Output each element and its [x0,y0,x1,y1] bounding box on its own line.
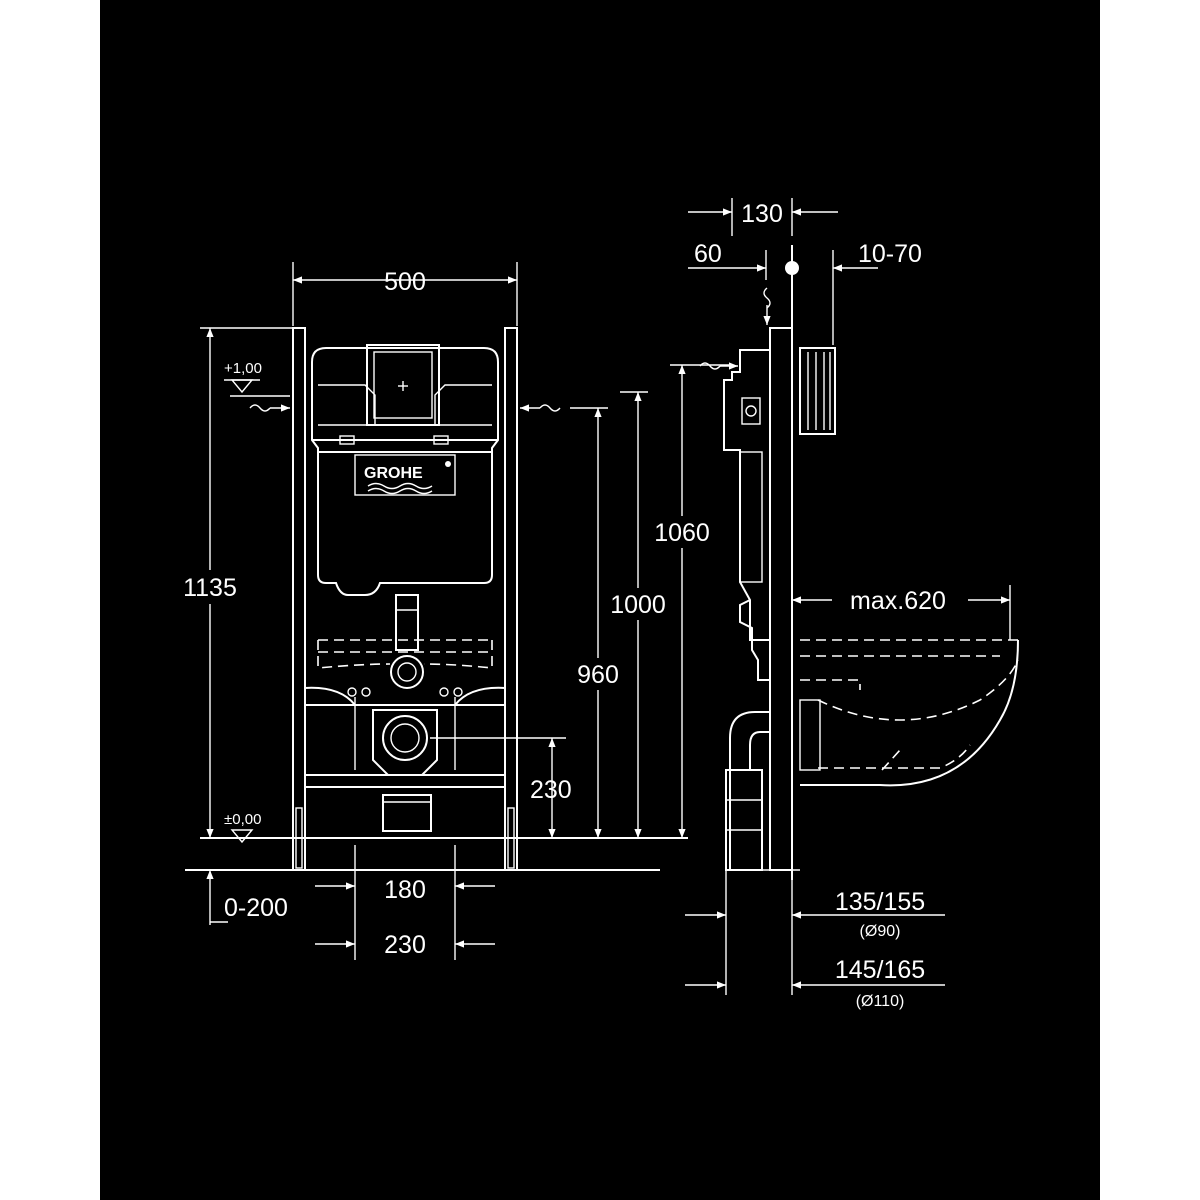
outlet-connector [372,709,438,832]
dim-width-500-label: 500 [384,268,426,296]
grohe-logo: GROHE [354,454,456,496]
water-inlet-right [520,404,561,412]
water-inlet-left [249,404,290,412]
level-top-label: +1,00 [224,360,262,377]
bowl-hidden-outline [317,639,493,669]
dim-depth-130: 130 [688,198,838,236]
dim-pipe-110: 145/165 (Ø110) [685,956,945,1010]
dim-wall-10-70: 10-70 [832,240,922,345]
dim-depth-60-label: 60 [694,240,722,268]
side-frame [760,327,800,871]
dim-pipe-90-diameter: (Ø90) [860,923,901,940]
dim-width-500: 500 [292,262,518,326]
side-flush-plate [799,347,836,435]
dim-height-1135-label: 1135 [183,574,237,602]
dim-depth-60: 60 [688,240,767,280]
level-bottom-label: ±0,00 [224,811,261,828]
dim-height-1135: 1135 [175,327,293,838]
cistern [311,347,499,596]
technical-drawing: GROHE [175,198,1019,1010]
frame-uprights [285,327,525,871]
dim-height-960-label: 960 [577,661,619,689]
dim-projection-max620-label: max.620 [850,587,946,615]
wall-reference-dot [785,261,799,275]
dim-wall-10-70-label: 10-70 [858,240,922,268]
grohe-logo-text: GROHE [364,465,423,482]
dim-height-1060-label: 1060 [654,519,710,547]
side-water-inlet [699,287,771,370]
dim-height-1060: 1060 [646,364,732,838]
dim-height-1000: 1000 [602,391,674,838]
dim-adjust-0-200-label: 0-200 [224,894,288,922]
dim-height-960: 960 [568,407,628,838]
level-marker-top: +1,00 [224,360,290,397]
front-view: GROHE [175,262,732,960]
dim-outlet-230-label: 230 [530,776,572,804]
drawing-panel: GROHE [100,0,1100,1200]
dim-projection-max620: max.620 [792,585,1011,640]
dim-pipe-110-label: 145/165 [835,956,925,984]
flush-plate [366,344,440,426]
dim-depth-130-label: 130 [741,200,783,228]
level-marker-bottom: ±0,00 [224,811,261,844]
dim-adjust-0-200: 0-200 [206,870,288,925]
side-view: 130 60 10-70 max.620 135/155 [685,198,1019,1010]
dim-bolt-180-label: 180 [384,876,426,904]
dim-outlet-230: 230 [430,737,572,838]
drain-pipe [390,594,424,689]
side-cistern [723,349,770,681]
dim-bolt-230-label: 230 [384,931,426,959]
dim-height-1000-label: 1000 [610,591,666,619]
dim-pipe-90-label: 135/155 [835,888,925,916]
dim-pipe-110-diameter: (Ø110) [856,993,905,1010]
dim-bolt-230: 230 [315,931,495,959]
side-outlet-bend [725,711,770,871]
mounting-bolts [347,687,463,770]
dim-pipe-90: 135/155 (Ø90) [685,870,945,995]
side-wc-bowl [799,639,1019,787]
